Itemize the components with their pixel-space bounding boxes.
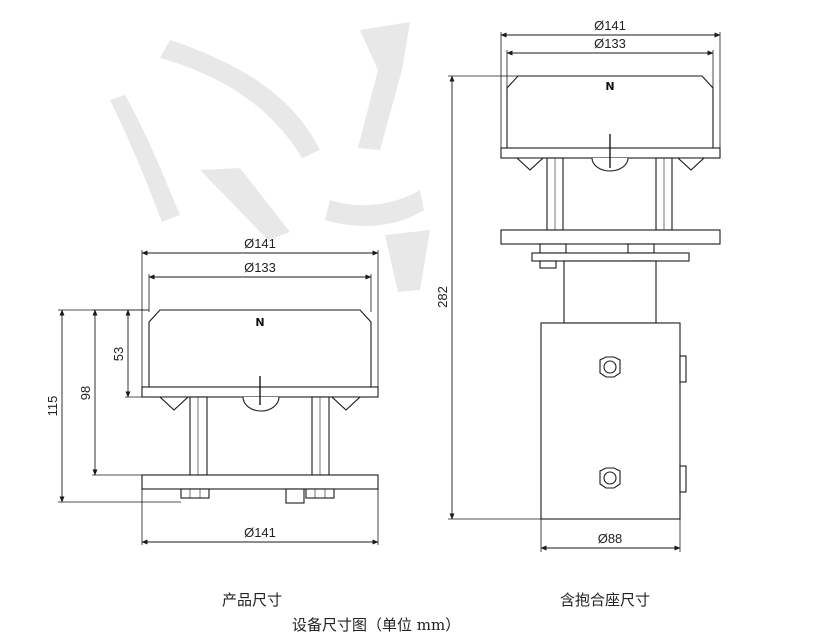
left-dim-height-total: 115	[45, 396, 60, 417]
product-labels: Ø141 Ø133 Ø141 115 98 53 N	[45, 236, 276, 540]
left-north-mark: N	[255, 316, 264, 329]
left-dim-bottom: Ø141	[244, 525, 276, 540]
right-caption: 含抱合座尺寸	[560, 591, 651, 609]
left-dim-height-mid: 98	[78, 386, 93, 400]
right-north-mark: N	[605, 80, 614, 93]
mount-drawing	[448, 32, 721, 552]
left-dim-top-outer: Ø141	[244, 236, 276, 251]
mount-labels: Ø141 Ø133 Ø88 282 N	[435, 18, 626, 546]
figure-caption: 设备尺寸图（单位 mm）	[292, 616, 461, 634]
watermark	[110, 22, 430, 292]
left-dim-height-cap: 53	[111, 347, 126, 361]
right-dim-height-total: 282	[435, 286, 450, 308]
left-caption: 产品尺寸	[222, 591, 283, 609]
right-dim-bottom: Ø88	[598, 531, 623, 546]
product-drawing	[58, 250, 379, 545]
right-dim-top-inner: Ø133	[594, 36, 626, 51]
right-dim-top-outer: Ø141	[594, 18, 626, 33]
left-dim-top-inner: Ø133	[244, 260, 276, 275]
